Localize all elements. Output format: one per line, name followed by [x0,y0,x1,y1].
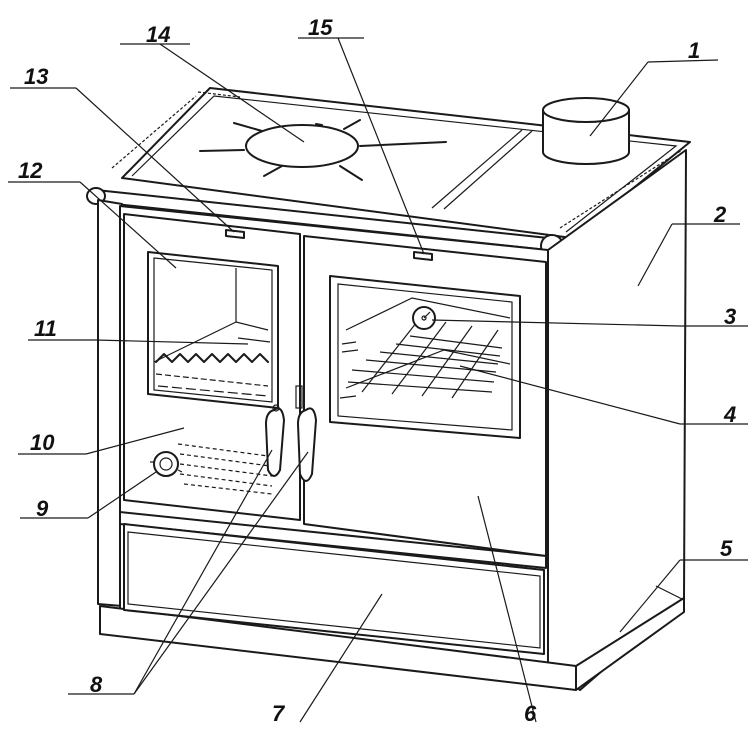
label-1: 1 [688,38,701,63]
label-15: 15 [308,15,333,40]
firebox-door [123,213,301,521]
label-4: 4 [724,402,737,427]
label-13: 13 [24,64,49,89]
hot-plate [199,119,447,181]
label-9: 9 [36,496,49,521]
label-2: 2 [714,202,727,227]
label-3: 3 [724,304,737,329]
label-10: 10 [30,430,55,455]
label-8: 8 [90,672,103,697]
oven-door [295,235,547,557]
label-6: 6 [524,701,537,726]
label-7: 7 [272,701,285,726]
label-11: 11 [34,316,57,341]
leader-lines [8,37,748,723]
bottom-drawer [119,511,547,655]
flue-pipe [542,97,630,165]
label-5: 5 [720,536,733,561]
label-14: 14 [146,22,171,47]
label-12: 12 [18,158,43,183]
